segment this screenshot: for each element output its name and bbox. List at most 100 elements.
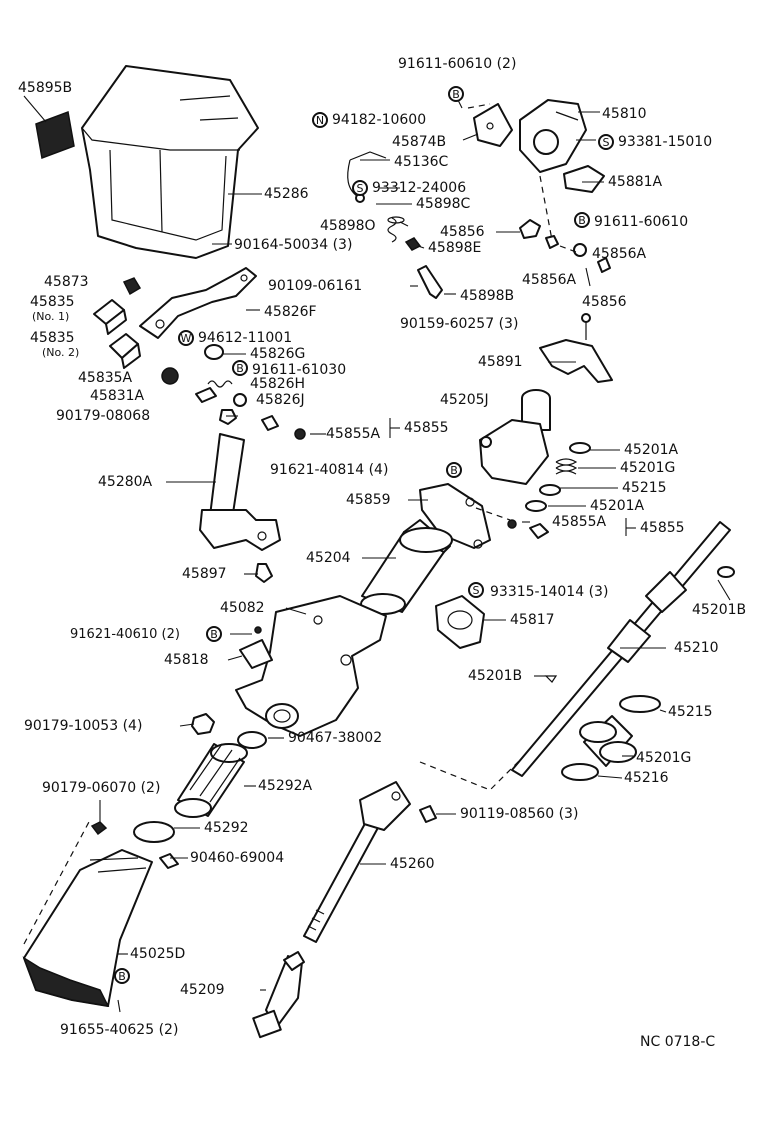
label-90164-50034-3: 90164-50034 (3) (234, 237, 352, 253)
part-lower-right-boot-set (561, 695, 661, 781)
part-45810-switch-assembly (519, 99, 600, 173)
label-90467-38002: 90467-38002 (288, 730, 382, 746)
label-45292: 45292 (204, 820, 249, 836)
label-45856a-a: 45856A (522, 272, 577, 288)
part-45898o-spring (387, 216, 405, 243)
label-90460-69004: 90460-69004 (190, 850, 284, 866)
label-93381-15010: 93381-15010 (618, 134, 712, 150)
symbol-s: S (357, 182, 364, 195)
part-45817-cover (435, 595, 485, 649)
part-45873-cap (122, 277, 142, 296)
symbol-b: B (236, 362, 244, 375)
label-45835-no2-sub: (No. 2) (42, 346, 79, 359)
label-91621-40610-2: 91621-40610 (2) (70, 627, 180, 642)
part-45025d-boot (22, 849, 153, 1007)
symbol-s: S (603, 136, 610, 149)
label-91655-40625-2: 91655-40625 (2) (60, 1022, 178, 1038)
symbol-w: W (181, 332, 192, 345)
label-45209: 45209 (180, 982, 225, 998)
part-45855-washer (529, 523, 549, 539)
label-90109-06161: 90109-06161 (268, 278, 362, 294)
label-90179-06070-2: 90179-06070 (2) (42, 780, 160, 796)
part-45826-small-parts (161, 344, 247, 425)
part-45855a-ring (507, 519, 517, 529)
label-45201g-a: 45201G (620, 460, 675, 476)
symbol-b: B (578, 214, 586, 227)
symbol-b: B (118, 970, 126, 983)
label-91621-40814-4: 91621-40814 (4) (270, 462, 388, 478)
symbol-b: B (210, 628, 218, 641)
part-45201b-ring (717, 566, 735, 578)
part-45855-small-rings (261, 415, 306, 440)
label-45818: 45818 (164, 652, 209, 668)
label-45898b: 45898B (460, 288, 514, 304)
label-45204: 45204 (306, 550, 351, 566)
part-45201-springs (525, 442, 591, 512)
label-45835-no1-sub: (No. 1) (32, 310, 69, 323)
part-45835-pads (93, 299, 141, 369)
label-45201g-b: 45201G (636, 750, 691, 766)
label-45835-no2: 45835 (30, 330, 75, 346)
label-45826g: 45826G (250, 346, 305, 362)
part-45205j-housing (479, 389, 551, 485)
part-45898b-lever (417, 265, 443, 299)
label-45286: 45286 (264, 186, 309, 202)
part-45260-intermediate-shaft (303, 781, 411, 943)
part-45280a-bracket (166, 433, 281, 551)
label-91611-60610-2: 91611-60610 (2) (398, 56, 516, 72)
label-94182-10600: 94182-10600 (332, 112, 426, 128)
label-45898c: 45898C (416, 196, 471, 212)
label-45898e: 45898E (428, 240, 481, 256)
part-45891-bracket (539, 313, 613, 383)
label-45873: 45873 (44, 274, 89, 290)
label-93315-14014-3: 93315-14014 (3) (490, 584, 608, 600)
label-45082: 45082 (220, 600, 265, 616)
label-45201b-a: 45201B (692, 602, 746, 618)
part-90119-08560-bolt (419, 805, 437, 823)
part-45856-small-pieces (404, 219, 611, 273)
part-45874b-bracket (462, 103, 513, 147)
label-91611-61030: 91611-61030 (252, 362, 346, 378)
label-45136c: 45136C (394, 154, 449, 170)
label-45855-b: 45855 (640, 520, 685, 536)
part-number-labels: 45895B 45286 91611-60610 (2) 45810 94182… (18, 56, 746, 1050)
label-45898o: 45898O (320, 218, 376, 234)
part-45292-ring (133, 821, 175, 843)
symbol-b: B (452, 88, 460, 101)
label-91611-60610: 91611-60610 (594, 214, 688, 230)
label-45201a-b: 45201A (590, 498, 645, 514)
symbol-b: B (450, 464, 458, 477)
label-45856-b: 45856 (582, 294, 627, 310)
label-45826j: 45826J (256, 392, 305, 408)
part-45082-column-bracket (235, 595, 387, 737)
label-45205j: 45205J (440, 392, 489, 408)
part-45897-bolt (255, 563, 273, 583)
label-45210: 45210 (674, 640, 719, 656)
symbol-n: N (316, 114, 324, 127)
part-45209-universal-joint (252, 951, 305, 1039)
label-45855a-a: 45855A (326, 426, 381, 442)
leader-lines (99, 95, 731, 1013)
label-45025d: 45025D (130, 946, 185, 962)
label-45835a: 45835A (78, 370, 133, 386)
label-45826f: 45826F (264, 304, 317, 320)
label-45895b: 45895B (18, 80, 72, 96)
label-90179-08068: 90179-08068 (56, 408, 150, 424)
label-45215-a: 45215 (622, 480, 667, 496)
part-90179-10053-nut (191, 713, 215, 735)
label-90119-08560-3: 90119-08560 (3) (460, 806, 578, 822)
label-45280a: 45280A (98, 474, 153, 490)
label-45897: 45897 (182, 566, 227, 582)
part-45204-tube (360, 519, 453, 615)
part-45895b-label-plate (23, 95, 75, 160)
part-90467-38002-ring (237, 731, 267, 749)
label-45874b: 45874B (392, 134, 446, 150)
part-45210-main-shaft (511, 521, 731, 777)
part-45818-bracket (239, 626, 273, 669)
label-45201a-a: 45201A (624, 442, 679, 458)
label-45826h: 45826H (250, 376, 305, 392)
label-45831a: 45831A (90, 388, 145, 404)
label-45891: 45891 (478, 354, 523, 370)
